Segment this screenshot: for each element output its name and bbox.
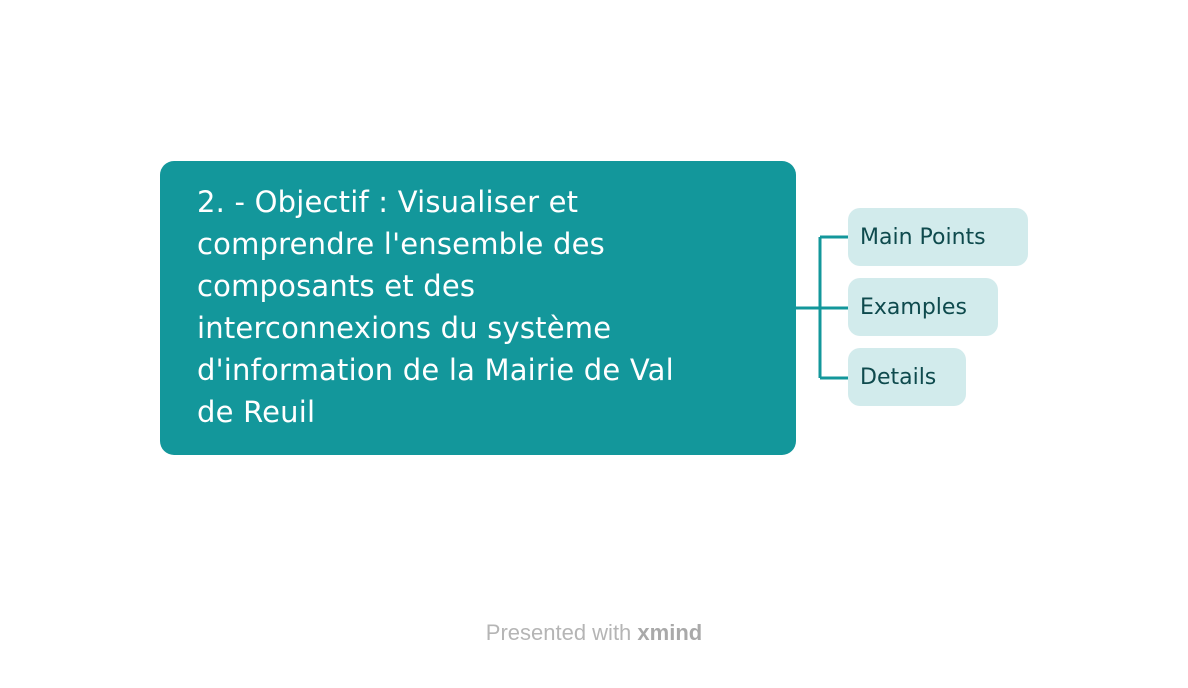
- subtopic-main-points[interactable]: Main Points: [848, 208, 1028, 266]
- footer-prefix: Presented with: [485, 620, 632, 645]
- subtopic-label: Details: [860, 364, 937, 390]
- subtopic-label: Examples: [860, 294, 967, 320]
- central-topic[interactable]: 2. - Objectif : Visualiser et comprendre…: [160, 161, 796, 455]
- subtopic-details[interactable]: Details: [848, 348, 966, 406]
- subtopic-examples[interactable]: Examples: [848, 278, 998, 336]
- subtopic-label: Main Points: [860, 224, 986, 250]
- xmind-logo: xmind: [637, 620, 703, 645]
- presented-with-footer: Presented with xmind: [0, 620, 1188, 646]
- central-topic-text: 2. - Objectif : Visualiser et comprendre…: [197, 185, 674, 429]
